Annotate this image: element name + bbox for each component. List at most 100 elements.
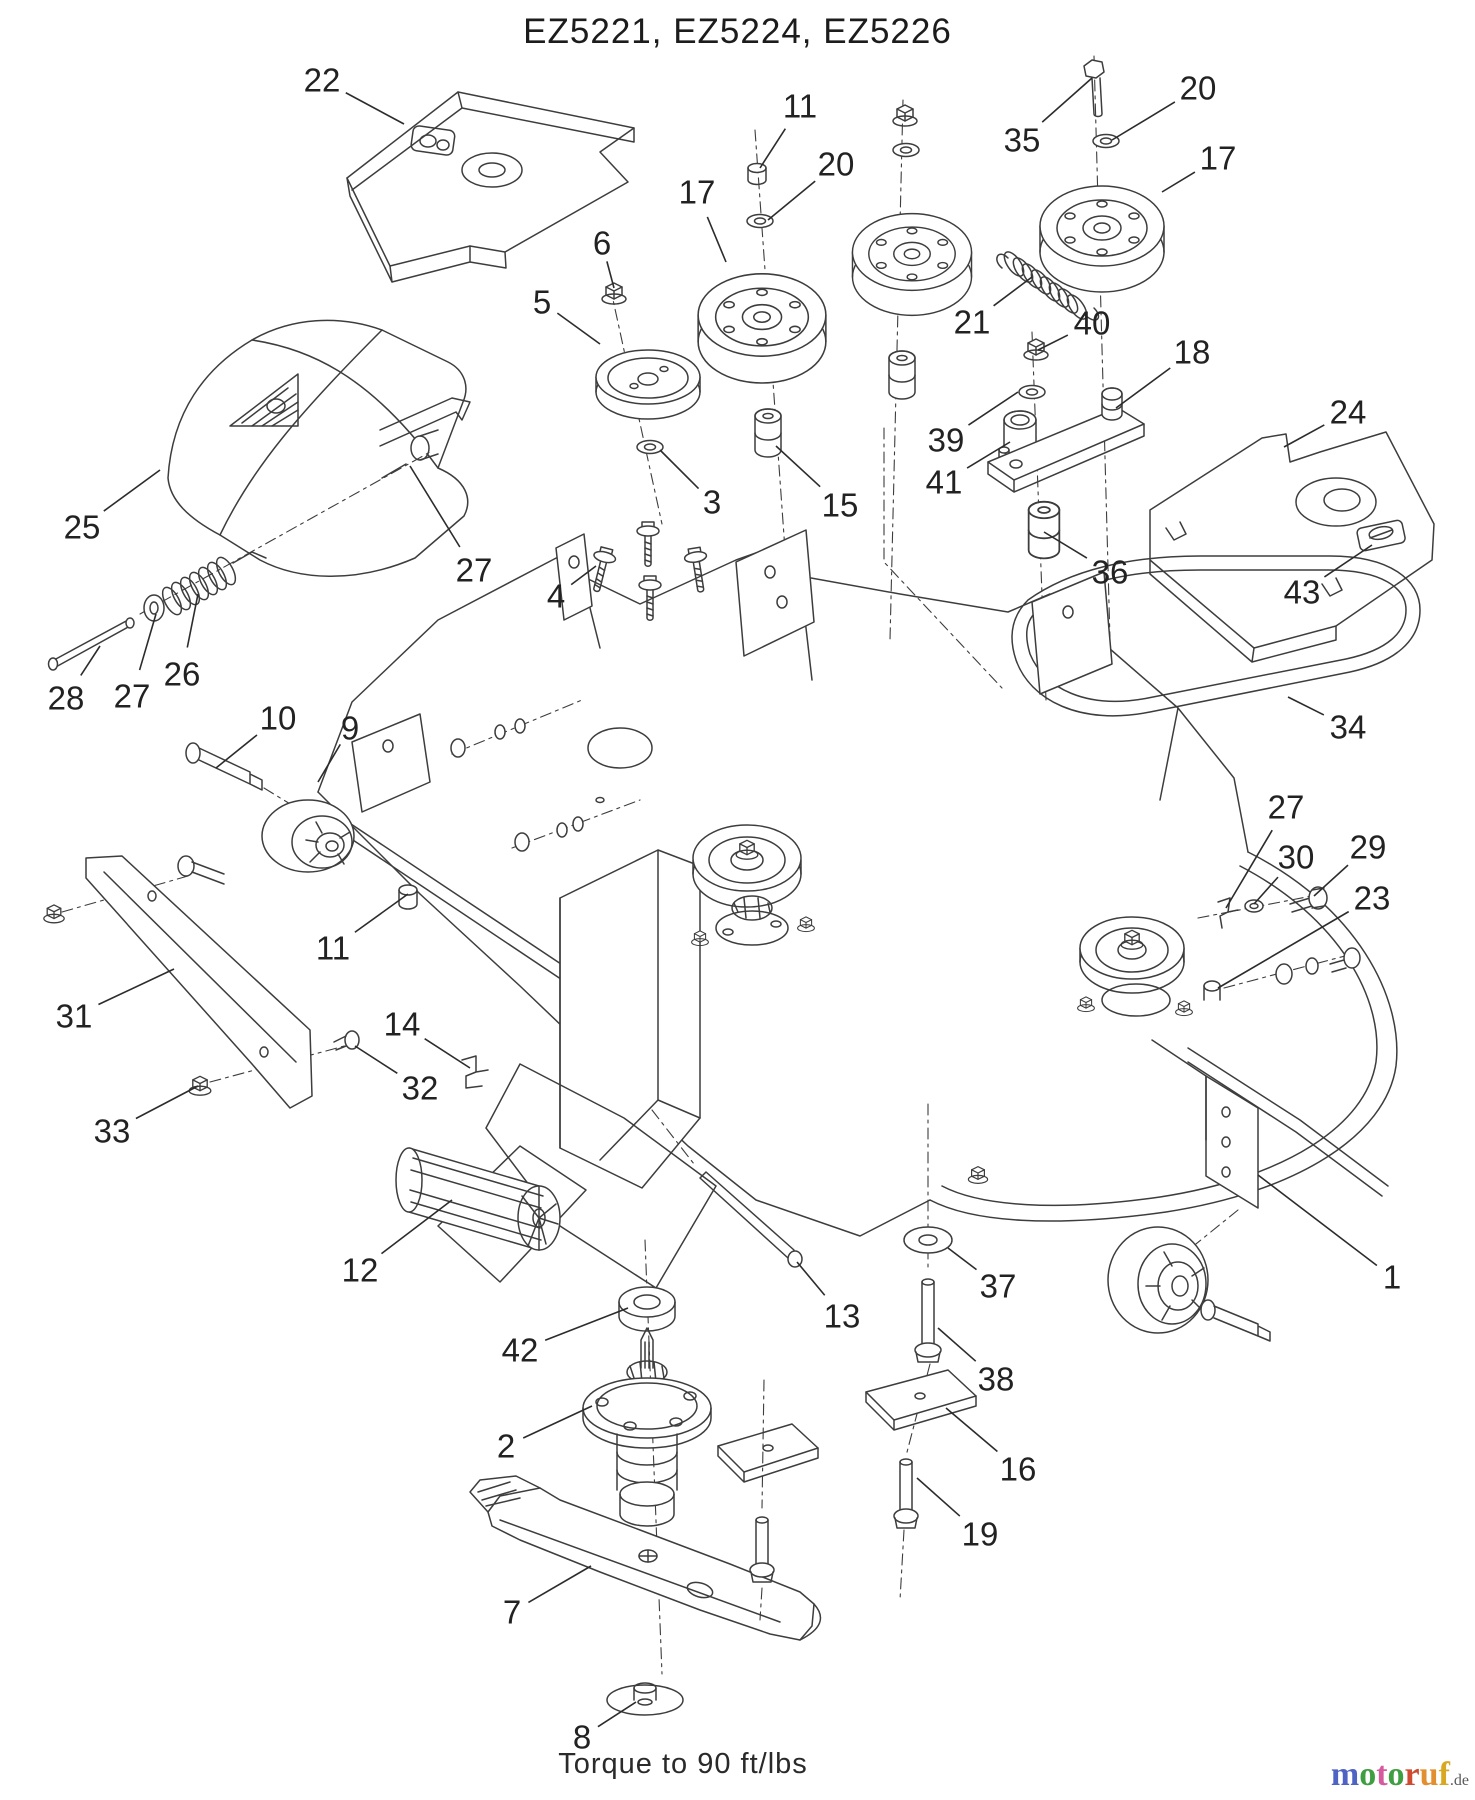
latch-decal-43-icon: [1356, 519, 1406, 552]
discharge-chute-25: [167, 319, 471, 577]
watermark-motoruf: motoruf.de: [1331, 1756, 1469, 1794]
leader-line: [1253, 876, 1279, 905]
callout-21: 21: [954, 276, 1033, 341]
callout-28: 28: [48, 645, 101, 717]
callout-number: 10: [260, 700, 297, 737]
leader-line: [796, 1261, 826, 1296]
leader-line: [1111, 101, 1176, 141]
engine-pulley-column: [584, 282, 713, 621]
callout-18: 18: [1115, 334, 1210, 409]
leader-line: [1313, 864, 1349, 897]
callout-number: 30: [1278, 839, 1315, 876]
callout-36: 36: [1043, 531, 1128, 591]
callout-42: 42: [502, 1307, 629, 1369]
callout-12: 12: [342, 1199, 453, 1289]
caster-wheel-9: [261, 799, 355, 873]
callout-number: 6: [593, 225, 611, 262]
callout-7: 7: [503, 1565, 592, 1631]
callout-number: 31: [56, 998, 93, 1035]
leader-line: [103, 469, 161, 512]
leader-line: [659, 449, 700, 490]
watermark-letter: u: [1419, 1756, 1439, 1793]
clip-14: [461, 1055, 489, 1089]
blade-7: [469, 1475, 822, 1641]
bushing-11: [398, 884, 418, 910]
callout-5: 5: [533, 284, 601, 345]
callout-17: 17: [1161, 140, 1236, 193]
leader-line: [138, 613, 157, 671]
mounted-spindle-pulley: [1077, 916, 1193, 1017]
callout-number: 1: [1383, 1259, 1401, 1296]
lift-hardware-group: [651, 1103, 977, 1621]
leader-line: [916, 1477, 961, 1517]
leader-line: [968, 391, 1019, 426]
leader-line: [1043, 531, 1088, 559]
callout-26: 26: [164, 593, 200, 693]
callout-20: 20: [1111, 70, 1216, 141]
leader-line: [1161, 171, 1196, 193]
callout-number: 27: [456, 552, 493, 589]
leader-line: [186, 593, 199, 648]
callout-3: 3: [659, 449, 721, 521]
callout-11: 11: [759, 88, 817, 169]
right-fastener-group: [1197, 886, 1361, 989]
leader-line: [317, 743, 342, 783]
torque-note: Torque to 90 ft/lbs: [558, 1748, 808, 1780]
callout-number: 34: [1330, 709, 1367, 746]
deck-bolt: [636, 521, 660, 567]
leader-line: [1225, 829, 1273, 909]
idler-arm-18: [987, 387, 1145, 493]
callout-number: 8: [573, 1719, 591, 1756]
leader-line: [424, 1037, 471, 1069]
leader-line: [759, 128, 787, 169]
warning-decal-icon: [229, 373, 299, 427]
callout-number: 37: [980, 1268, 1017, 1305]
callout-number: 39: [928, 422, 965, 459]
watermark-letter: r: [1404, 1756, 1420, 1793]
callout-number: 29: [1350, 829, 1387, 866]
callout-number: 35: [1004, 122, 1041, 159]
baffle-nut: [43, 904, 65, 924]
plate-16b: [717, 1423, 819, 1483]
leader-line: [767, 180, 816, 221]
callout-number: 5: [533, 284, 551, 321]
leader-line: [135, 1085, 199, 1120]
bearing-42: [618, 1286, 676, 1332]
callout-43: 43: [1284, 544, 1373, 611]
leader-line: [597, 1701, 637, 1728]
callout-number: 2: [497, 1428, 515, 1465]
washer-39: [1018, 384, 1046, 400]
axle-bolt-1: [1200, 1299, 1271, 1342]
page-title: EZ5221, EZ5224, EZ5226: [523, 12, 952, 51]
callout-41: 41: [926, 441, 1011, 501]
spacer-36: [1027, 500, 1061, 560]
leader-line: [1037, 334, 1069, 351]
idler-pulley-17: [1039, 185, 1165, 293]
bolt-23-row: [1329, 947, 1361, 973]
idler-pulley-middle-column: [851, 99, 973, 641]
callout-number: 11: [783, 88, 817, 125]
mounted-spindle-pulley: [691, 824, 815, 947]
callout-number: 27: [114, 678, 151, 715]
callout-38: 38: [937, 1327, 1014, 1398]
callout-16: 16: [945, 1407, 1036, 1488]
callout-15: 15: [775, 445, 858, 524]
bolt-38: [914, 1278, 942, 1363]
callout-number: 27: [1268, 789, 1305, 826]
leader-line: [1287, 696, 1325, 716]
leader-line: [1323, 544, 1373, 578]
torsion-spring-26: [161, 551, 267, 616]
bolt-19b: [749, 1516, 775, 1583]
callout-number: 24: [1330, 394, 1367, 431]
leader-line: [98, 968, 175, 1006]
spindle-2: [582, 1327, 712, 1527]
callout-30: 30: [1253, 839, 1315, 905]
leader-line: [215, 734, 258, 769]
callout-40: 40: [1037, 305, 1110, 351]
callout-number: 19: [962, 1516, 999, 1553]
cover-decal-icon: [410, 125, 456, 156]
idler-pulley-right-column: [1039, 55, 1165, 641]
leader-line: [556, 312, 601, 345]
callout-number: 17: [679, 174, 716, 211]
